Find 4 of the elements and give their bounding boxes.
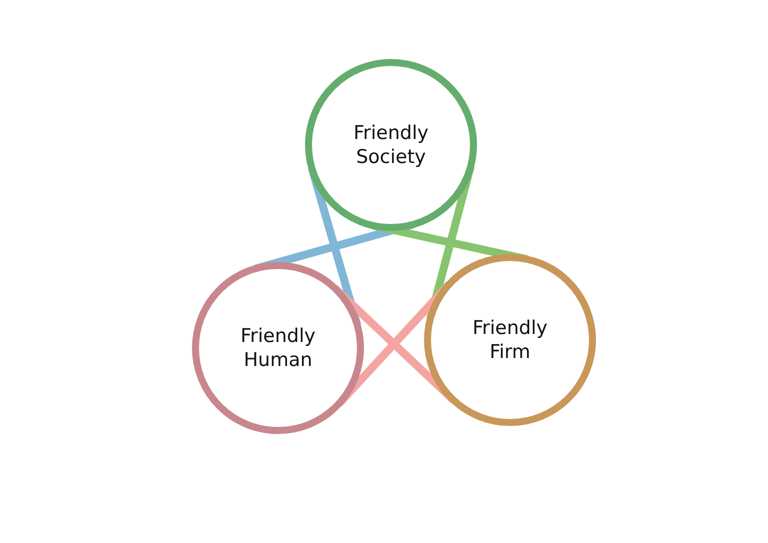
node-label: Friendly Firm: [472, 316, 548, 364]
connector-line: [308, 166, 362, 326]
node-label: Friendly Society: [352, 121, 430, 169]
node-label: Friendly Human: [240, 324, 316, 372]
